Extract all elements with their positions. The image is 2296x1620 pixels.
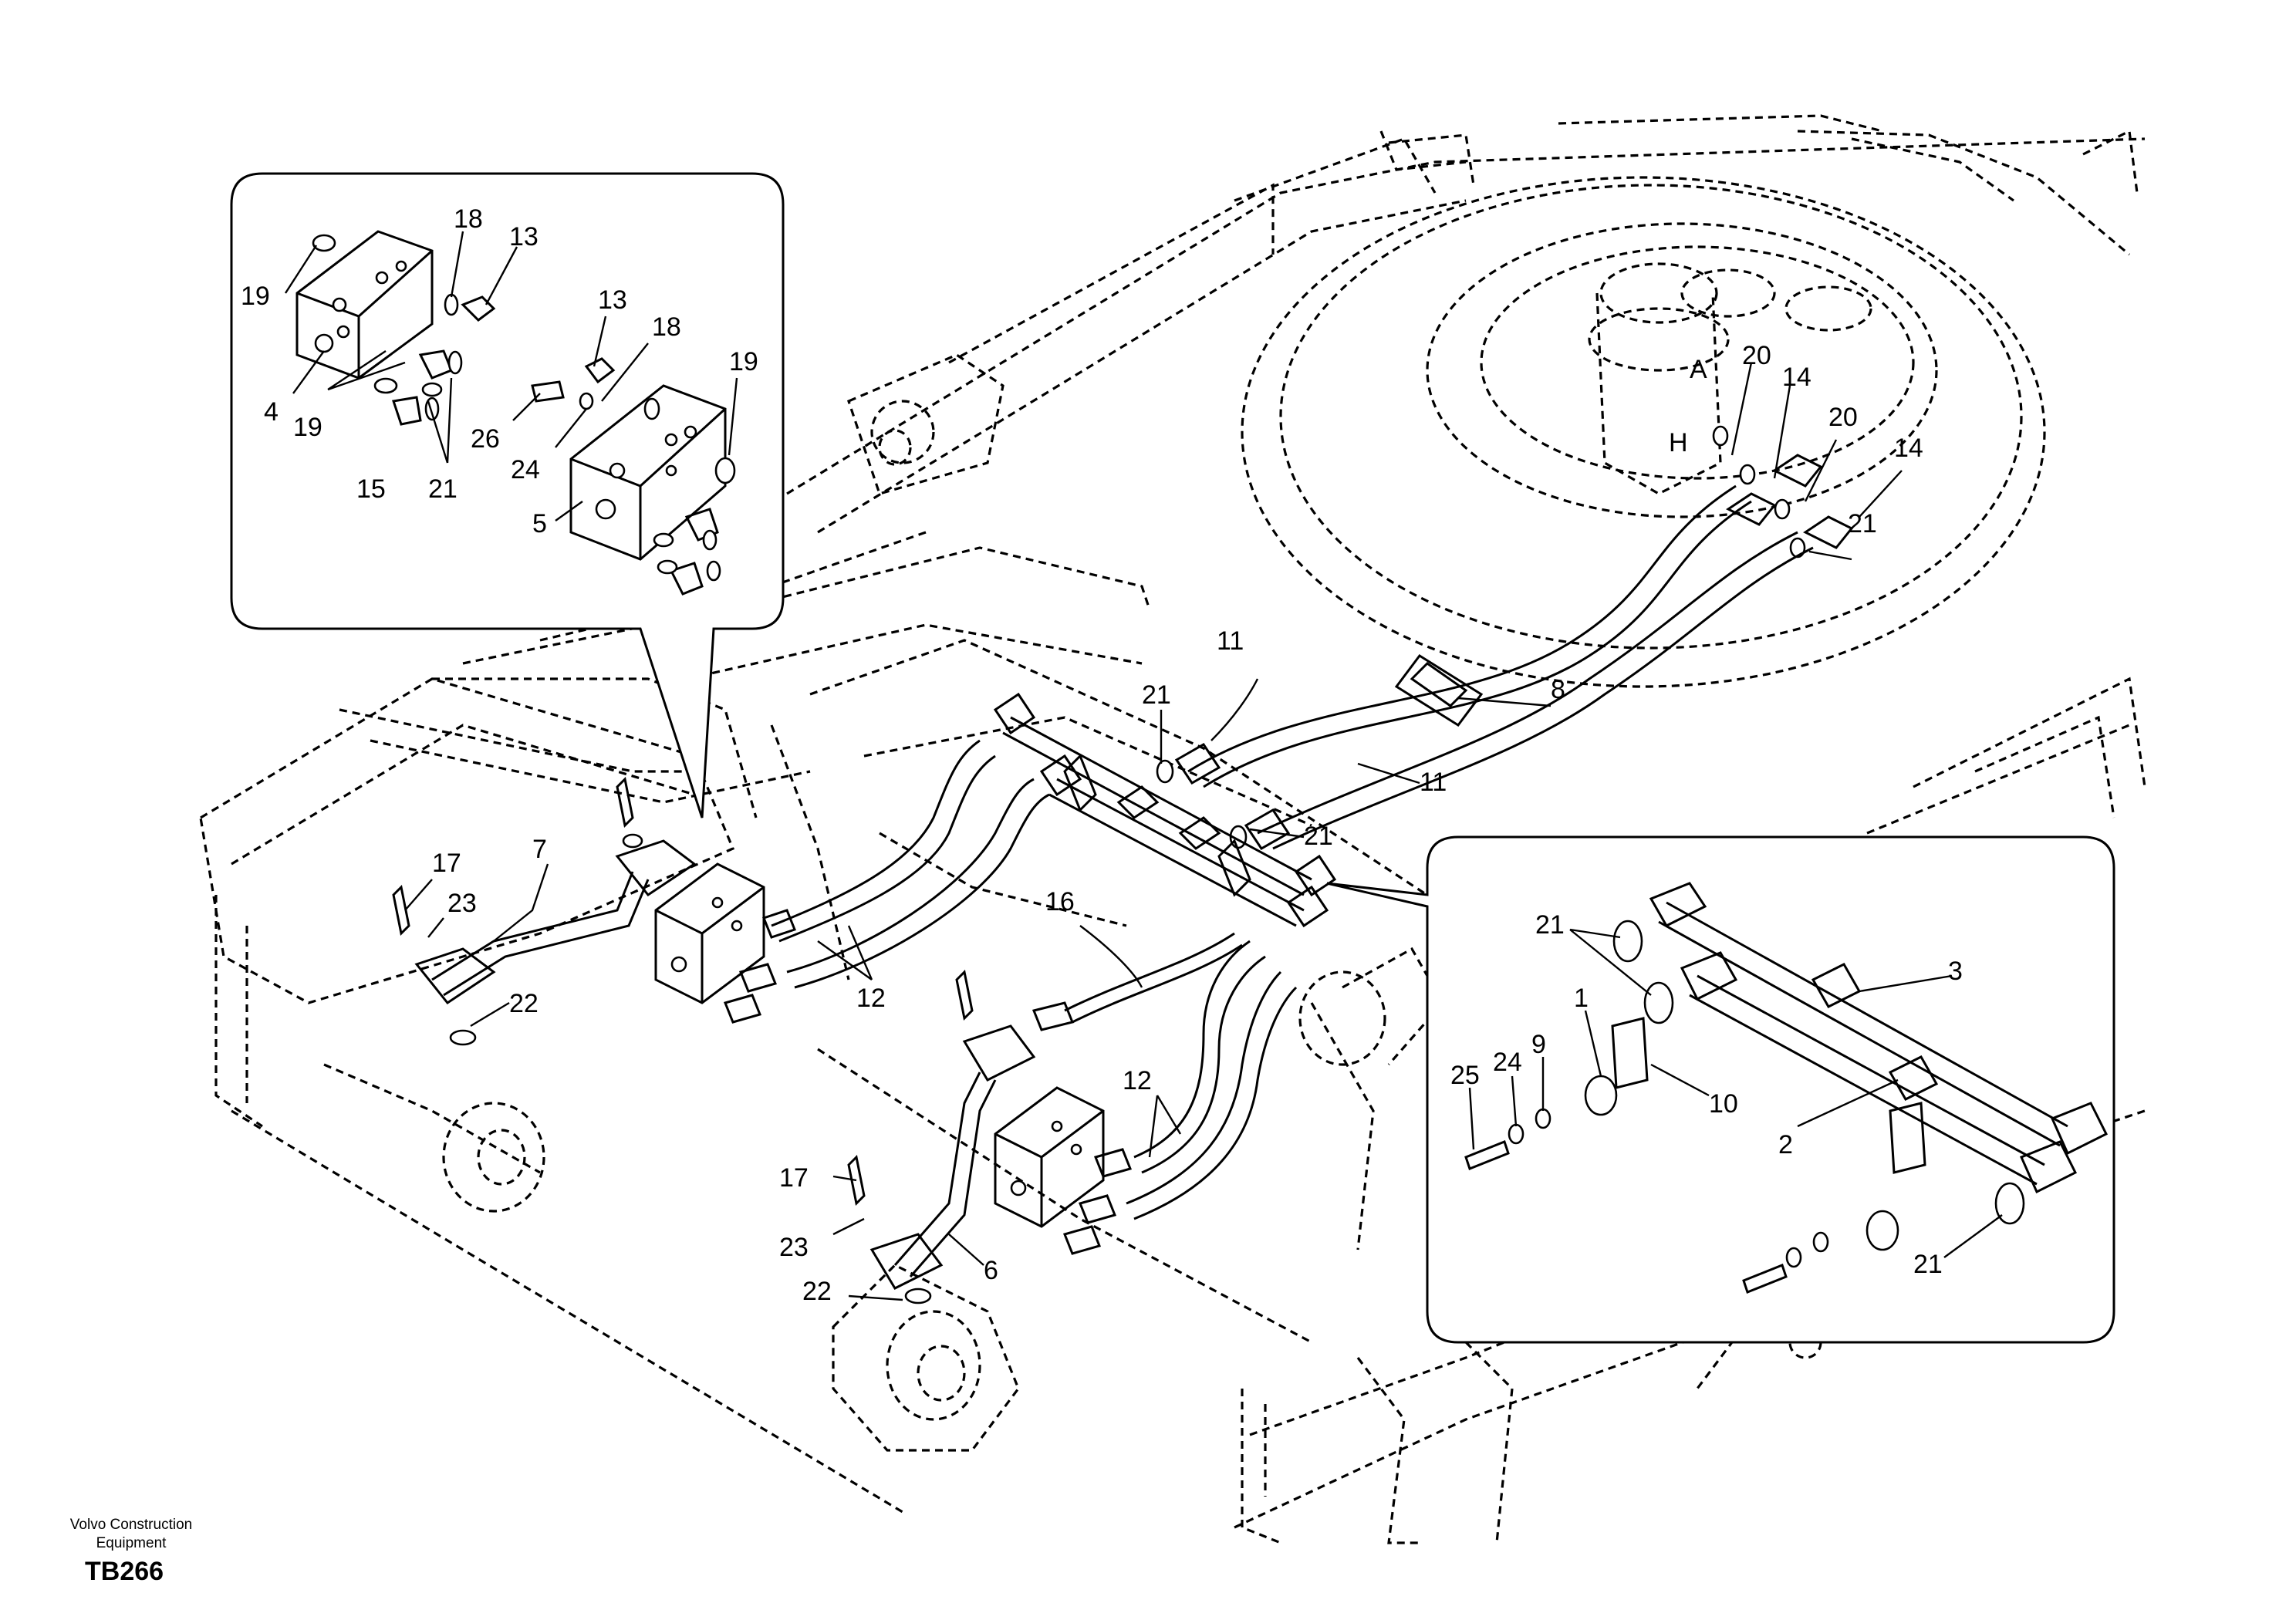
callout-15: 15	[356, 474, 386, 504]
company-name-line-1: Volvo Construction	[69, 1517, 193, 1533]
callout-18: 18	[454, 204, 483, 234]
callout-13: 13	[598, 285, 627, 315]
callout-23: 23	[779, 1233, 809, 1262]
callout-17: 17	[432, 849, 461, 878]
callout-19: 19	[241, 282, 270, 311]
callout-25: 25	[1450, 1061, 1480, 1090]
clamp-8	[1394, 653, 1484, 727]
callout-21: 21	[1848, 509, 1877, 538]
company-name-line-2: Equipment	[96, 1535, 167, 1551]
valve-block-upper	[654, 862, 796, 1024]
valve-block-4	[295, 230, 459, 394]
callout-1: 1	[1574, 984, 1589, 1013]
pipe-assembly-2-3	[993, 692, 1337, 928]
callout-19: 19	[729, 347, 758, 376]
valve-block-lower	[994, 1086, 1133, 1255]
main-callouts: 20 14 20 14 21 A H 11 8 11 21 21 17 7 23…	[432, 341, 1923, 1306]
callout-26: 26	[471, 424, 500, 454]
callout-19: 19	[293, 413, 322, 442]
callout-letter-h: H	[1669, 428, 1688, 457]
pipe-6	[847, 969, 1036, 1304]
callout-8: 8	[1551, 675, 1565, 704]
swivel-joint-fittings	[1712, 362, 1903, 561]
callout-4: 4	[264, 397, 279, 427]
callout-21: 21	[1304, 822, 1333, 851]
left-detail-inset: 19 18 13 4 19 15 21 13 18 19 26 24 5	[230, 172, 785, 818]
hoses-11	[1156, 484, 1814, 850]
callout-9: 9	[1531, 1030, 1546, 1059]
callout-24: 24	[1493, 1048, 1522, 1077]
callout-21: 21	[1913, 1250, 1943, 1279]
callout-21: 21	[428, 474, 458, 504]
callout-22: 22	[509, 989, 539, 1018]
callout-3: 3	[1948, 957, 1963, 986]
callout-13: 13	[509, 222, 539, 251]
figure-code: TB266	[85, 1557, 164, 1586]
callout-5: 5	[532, 509, 547, 538]
callout-18: 18	[652, 312, 681, 342]
callout-24: 24	[511, 455, 540, 484]
callout-11: 11	[1420, 768, 1447, 797]
hose-16	[1032, 932, 1243, 1031]
callout-21: 21	[1535, 910, 1565, 940]
callout-23: 23	[447, 889, 477, 918]
callout-20: 20	[1742, 341, 1771, 370]
hoses-12-lower	[1126, 940, 1298, 1220]
callout-2: 2	[1778, 1130, 1793, 1159]
callout-20: 20	[1828, 403, 1858, 432]
callout-14: 14	[1782, 363, 1811, 392]
pipe-7	[392, 776, 697, 1046]
chassis-frame-dashed	[199, 114, 2146, 1544]
right-detail-inset: 21 3 1 25 24 9 10 2 21	[1326, 835, 2115, 1344]
valve-block-5	[569, 384, 736, 561]
callout-16: 16	[1045, 887, 1075, 916]
callout-7: 7	[532, 835, 547, 864]
main-leaders	[404, 678, 1551, 1301]
callout-letter-a: A	[1690, 355, 1707, 384]
callout-21: 21	[1142, 680, 1171, 710]
callout-17: 17	[779, 1163, 809, 1193]
callout-10: 10	[1709, 1089, 1738, 1119]
company-name: Volvo Construction Equipment	[31, 1516, 231, 1553]
callout-12: 12	[1123, 1066, 1152, 1095]
callout-11: 11	[1217, 626, 1244, 656]
hoses-12-upper	[771, 739, 1050, 989]
callout-14: 14	[1894, 434, 1923, 463]
callout-12: 12	[856, 984, 886, 1013]
callout-6: 6	[984, 1256, 998, 1285]
callout-22: 22	[802, 1277, 832, 1306]
